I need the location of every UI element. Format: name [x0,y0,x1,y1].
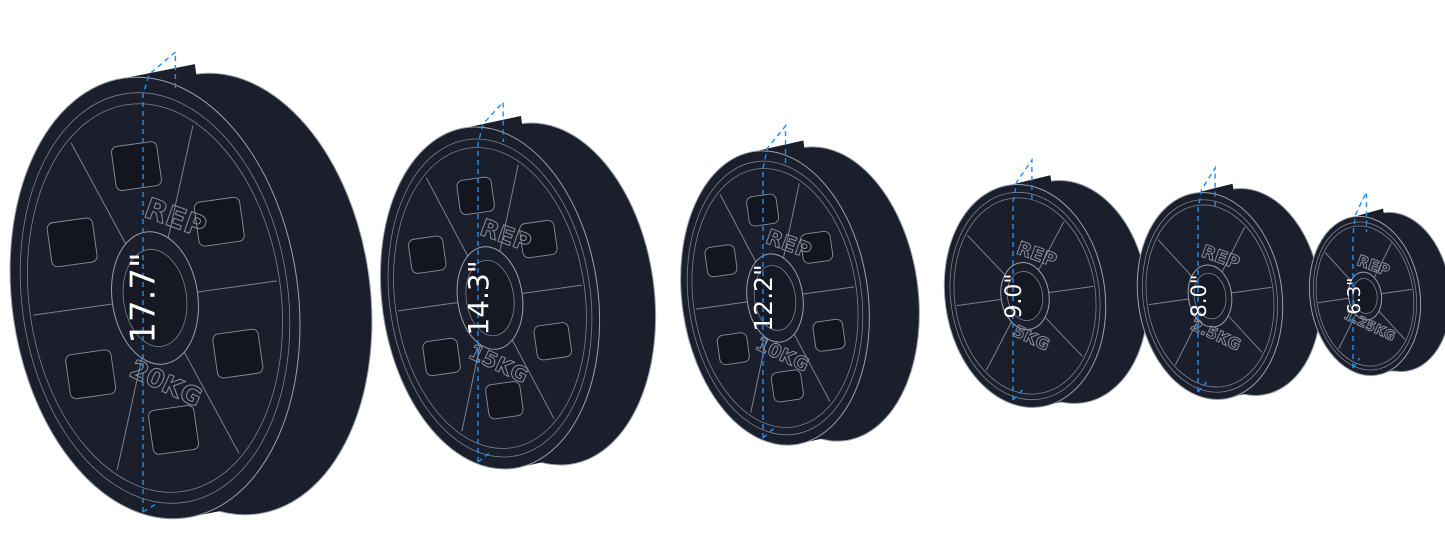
plate-rim [691,168,859,428]
grip-handle [485,381,524,420]
grip-handle [65,349,117,400]
diameter-label: 14.3" [462,260,495,335]
plate-spoke [116,357,143,471]
diameter-label: 8.0" [1187,274,1211,317]
diameter-dimension-line [1197,165,1216,392]
grip-handle [770,369,804,403]
diameter-label: 9.0" [1002,273,1027,318]
plate-spoke [1373,242,1392,278]
grip-handle [212,328,264,379]
dimension-tick [1352,357,1361,369]
hub-sleeve [1006,271,1044,321]
plate-spoke [425,177,469,257]
plate-spoke [1324,252,1352,282]
dimension-tick [477,451,492,463]
plate-spoke [1378,310,1406,340]
hub-sleeve [122,249,188,347]
grip-handle [193,196,245,247]
plate-spoke [461,344,481,432]
diameter-label: 6.3" [1344,278,1365,315]
diameter-dimension-line [142,50,177,512]
diameter-dimension-line [1012,157,1033,400]
plate-spoke [197,280,277,293]
plate-spoke [167,125,194,239]
plate-spoke [1038,221,1065,271]
dimension-tick [762,427,775,439]
plate-rim [1145,204,1275,388]
plate-spoke [33,303,113,316]
grip-handle [812,318,846,352]
grip-handle [704,244,738,278]
plate-rim [1141,199,1279,393]
plate-rim [393,147,587,449]
plate-rim [19,92,291,504]
plate-spoke [183,351,240,454]
plate-rim [387,138,593,458]
dimension-tick [1012,389,1023,401]
hub-sleeve [1352,278,1378,314]
plate-spoke [1318,297,1349,304]
grip-handle [456,176,495,215]
plate-spoke [1048,285,1094,294]
plate-spoke [522,284,583,294]
diameter-label: 12.2" [749,264,778,331]
plate-spoke [793,333,831,402]
grip-handle [408,235,447,274]
plate-spoke [511,339,555,419]
plate-rim [27,103,283,493]
grip-handle [111,141,162,191]
grip-handle [716,332,750,366]
dimension-tick [142,501,160,513]
grip-handle [800,230,834,264]
plate-spoke [499,164,519,252]
plate-spoke [695,301,748,310]
plate-rim [949,191,1101,401]
hub-sleeve [753,265,797,331]
plate-spoke [1381,288,1412,295]
plate-spoke [1227,315,1263,353]
dimension-tick [1197,381,1208,393]
plate-spoke [985,321,1012,371]
diameter-label: 17.7" [124,252,164,343]
plate-spoke [966,234,1006,276]
plate-spoke [750,337,768,413]
diameter-dimension-line [762,124,787,438]
plate-spoke [1044,316,1084,358]
plate-spoke [956,298,1002,307]
hub-sleeve [1193,272,1227,320]
plate-rim [686,160,864,436]
plate-spoke [719,194,757,263]
plate-spoke [70,142,127,245]
diameter-dimension-line [477,100,504,462]
grip-handle [533,322,572,361]
grip-handle [46,217,98,268]
diameter-dimension-line [1352,191,1368,368]
plate-rim [1315,225,1415,367]
plate-spoke [1221,227,1246,273]
grip-handle [519,219,558,259]
plate-spoke [802,286,855,295]
plate-spoke [782,183,800,259]
grip-handle [148,405,199,455]
plate-spoke [1157,239,1193,277]
plate-spoke [397,302,458,312]
grip-handle [422,337,461,377]
plate-spoke [1148,298,1189,306]
plate-spoke [1231,286,1272,294]
plate-spoke [1174,319,1199,365]
plate-rim [953,197,1097,395]
